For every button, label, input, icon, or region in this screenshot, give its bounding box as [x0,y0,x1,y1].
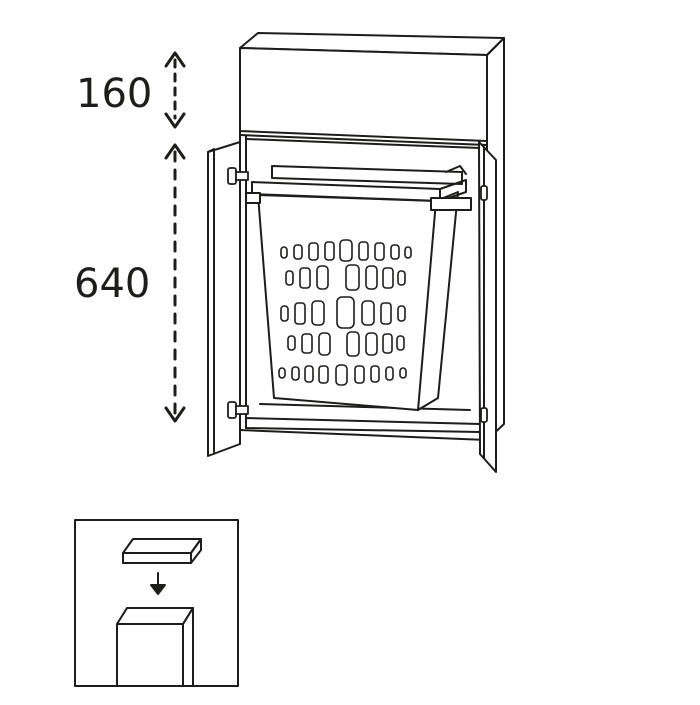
left-door [207,141,241,457]
hinge-top-left [227,167,249,185]
basket-holes [278,239,412,386]
right-door [478,141,497,473]
hinge-bottom-right [480,407,488,423]
arrow-down-icon [150,572,166,595]
hinge-bottom-left [227,401,249,419]
hinge-top-right [480,185,488,201]
dimension-arrow-lower [164,143,186,423]
installation-inset [74,519,239,687]
laundry-basket [245,165,472,411]
dimension-label-lower: 640 [74,261,151,307]
dimension-label-upper: 160 [76,71,153,117]
worktop-slab [122,538,202,564]
cabinet-outline [116,607,194,687]
dimension-arrow-upper [164,51,186,129]
